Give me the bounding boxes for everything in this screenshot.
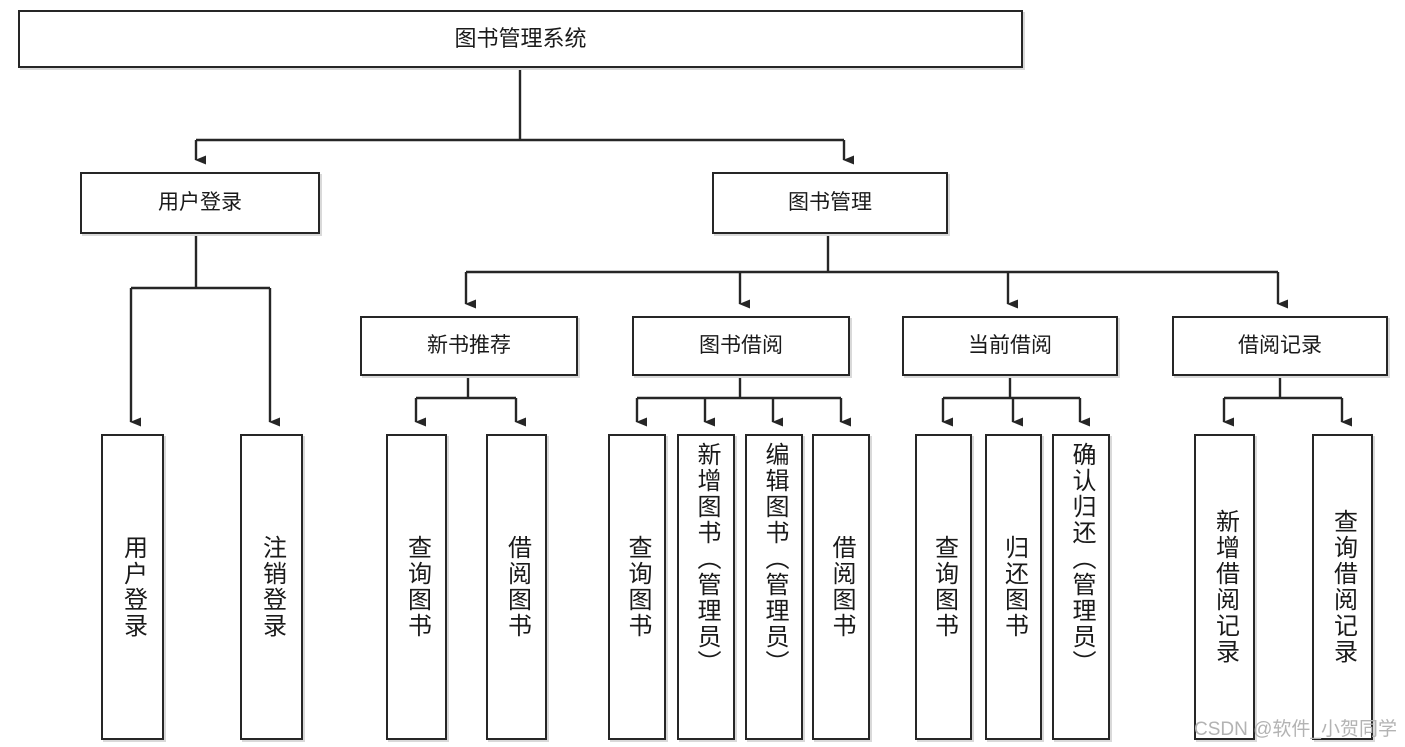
node-label: 借阅记录 xyxy=(1238,333,1322,357)
node-leaf-add-book[interactable]: 新增图书（管理员） xyxy=(677,434,735,740)
node-leaf-query-record[interactable]: 查询借阅记录 xyxy=(1312,434,1373,740)
node-leaf-query-book-3[interactable]: 查询图书 xyxy=(915,434,972,740)
node-leaf-user-login[interactable]: 用户登录 xyxy=(101,434,164,740)
node-label: 图书管理 xyxy=(788,190,872,214)
node-label: 用户登录 xyxy=(158,190,242,214)
edge-root-to-level1 xyxy=(194,68,854,165)
node-leaf-confirm-return[interactable]: 确认归还（管理员） xyxy=(1052,434,1110,740)
node-leaf-return-book[interactable]: 归还图书 xyxy=(985,434,1042,740)
node-label: 确认归还（管理员） xyxy=(1068,442,1095,676)
node-label: 归还图书 xyxy=(1000,535,1028,639)
node-label: 查询图书 xyxy=(624,535,651,639)
node-current-borrow[interactable]: 当前借阅 xyxy=(902,316,1118,376)
node-user-login[interactable]: 用户登录 xyxy=(80,172,320,234)
edge-newbook-to-leaves xyxy=(414,376,526,427)
node-label: 新增图书（管理员） xyxy=(693,442,720,676)
edge-currentborrow-to-leaves xyxy=(941,376,1090,427)
node-label: 借阅图书 xyxy=(828,535,855,639)
node-label: 图书借阅 xyxy=(699,333,783,357)
node-label: 查询借阅记录 xyxy=(1329,509,1357,665)
node-label: 图书管理系统 xyxy=(454,26,587,52)
node-label: 用户登录 xyxy=(119,535,147,639)
edge-bookborrow-to-leaves xyxy=(635,376,851,427)
node-leaf-query-book-1[interactable]: 查询图书 xyxy=(386,434,447,740)
node-label: 新书推荐 xyxy=(427,333,511,357)
edge-borrowrecord-to-leaves xyxy=(1222,376,1352,427)
node-leaf-logout-login[interactable]: 注销登录 xyxy=(240,434,303,740)
node-label: 借阅图书 xyxy=(503,535,531,639)
csdn-watermark: CSDN @软件_小贺同学 xyxy=(1194,719,1397,740)
node-book-borrow[interactable]: 图书借阅 xyxy=(632,316,850,376)
node-label: 查询图书 xyxy=(403,535,431,639)
node-label: 查询图书 xyxy=(930,535,958,639)
node-label: 注销登录 xyxy=(258,535,286,639)
node-book-manage[interactable]: 图书管理 xyxy=(712,172,948,234)
node-root-system[interactable]: 图书管理系统 xyxy=(18,10,1023,68)
node-leaf-query-book-2[interactable]: 查询图书 xyxy=(608,434,666,740)
node-borrow-record[interactable]: 借阅记录 xyxy=(1172,316,1388,376)
node-leaf-borrow-book-1[interactable]: 借阅图书 xyxy=(486,434,547,740)
node-label: 编辑图书（管理员） xyxy=(761,442,788,676)
edge-bookmanage-to-level2 xyxy=(464,234,1288,309)
node-leaf-edit-book[interactable]: 编辑图书（管理员） xyxy=(745,434,803,740)
node-leaf-add-record[interactable]: 新增借阅记录 xyxy=(1194,434,1255,740)
node-label: 当前借阅 xyxy=(968,333,1052,357)
node-label: 新增借阅记录 xyxy=(1211,509,1239,665)
node-leaf-borrow-book-2[interactable]: 借阅图书 xyxy=(812,434,870,740)
node-new-book-recommend[interactable]: 新书推荐 xyxy=(360,316,578,376)
edge-userlogin-to-leaves xyxy=(129,234,280,427)
